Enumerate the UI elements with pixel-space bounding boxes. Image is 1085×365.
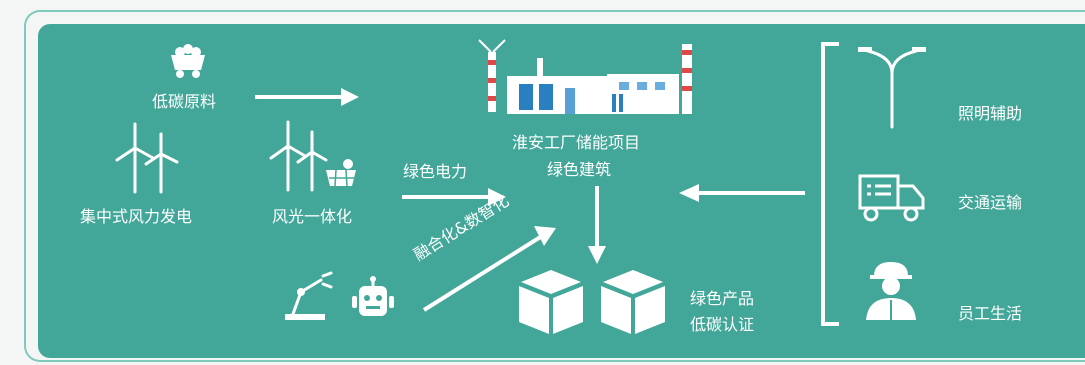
street-light-icon: [858, 47, 926, 129]
arrow-usage-to-project: [679, 184, 805, 202]
arrow-raw-to-project: [255, 88, 359, 106]
green-power-label: 绿色电力: [403, 162, 468, 181]
centralized-wind-label: 集中式风力发电: [80, 207, 193, 226]
worker-icon: [866, 262, 916, 320]
project-title: 淮安工厂储能项目: [512, 133, 641, 152]
arrow-power-to-project: [402, 188, 506, 206]
robot-arm-icon: [285, 271, 333, 320]
wind-solar-label: 风光一体化: [272, 207, 353, 226]
transport-label: 交通运输: [958, 193, 1023, 212]
green-building-label: 绿色建筑: [547, 160, 612, 179]
robot-icon: [352, 276, 394, 316]
coal-cart-icon: [171, 44, 205, 78]
raw-material-label: 低碳原料: [152, 92, 217, 111]
arrow-project-to-product: [588, 186, 606, 264]
lighting-label: 照明辅助: [958, 104, 1023, 123]
low-carbon-cert-label: 低碳认证: [690, 315, 755, 334]
product-boxes-icon: [519, 270, 665, 334]
staff-life-label: 员工生活: [958, 304, 1023, 323]
factory-icon: [478, 39, 692, 114]
green-product-label: 绿色产品: [690, 289, 755, 308]
outer-frame: [24, 10, 1085, 362]
truck-icon: [858, 174, 925, 222]
bracket: [821, 42, 839, 326]
wind-turbine-icon: [115, 122, 179, 194]
arrow-fusion-to-product: [422, 226, 556, 312]
wind-solar-icon: [269, 120, 356, 192]
